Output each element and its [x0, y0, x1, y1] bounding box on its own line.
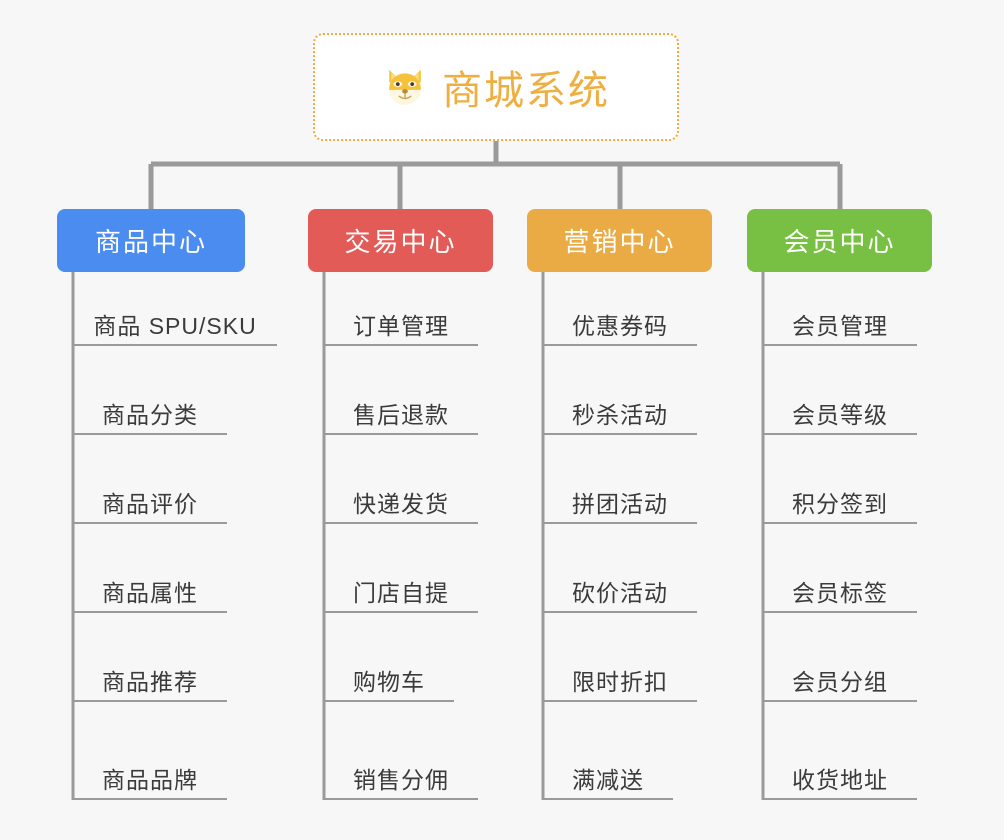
root-node[interactable]: 商城系统	[313, 33, 679, 141]
leaf-item[interactable]: 会员标签	[763, 567, 917, 613]
category-header-label: 交易中心	[344, 227, 457, 257]
leaf-item[interactable]: 商品分类	[73, 389, 227, 435]
leaf-item-label: 会员标签	[792, 580, 888, 606]
leaf-item-label: 商品属性	[102, 580, 198, 606]
leaf-item[interactable]: 会员分组	[763, 656, 917, 702]
leaf-item[interactable]: 优惠券码	[543, 300, 697, 346]
leaf-item-label: 积分签到	[792, 491, 888, 517]
leaf-item[interactable]: 积分签到	[763, 478, 917, 524]
leaf-item[interactable]: 销售分佣	[324, 754, 478, 800]
leaf-item-label: 商品 SPU/SKU	[93, 313, 257, 339]
leaf-item-label: 秒杀活动	[572, 402, 668, 428]
category-header-商品中心[interactable]: 商品中心	[57, 209, 245, 272]
category-header-label: 营销中心	[563, 227, 676, 257]
leaf-item[interactable]: 商品推荐	[73, 656, 227, 702]
leaf-item[interactable]: 限时折扣	[543, 656, 697, 702]
leaf-item-label: 满减送	[572, 767, 644, 793]
shiba-dog-face-icon	[382, 64, 428, 110]
leaf-item-label: 商品评价	[102, 491, 198, 517]
leaf-item-label: 商品推荐	[102, 669, 198, 695]
leaf-item[interactable]: 商品评价	[73, 478, 227, 524]
leaf-item-label: 砍价活动	[572, 580, 668, 606]
leaf-item[interactable]: 商品品牌	[73, 754, 227, 800]
leaf-item[interactable]: 购物车	[324, 656, 454, 702]
leaf-item[interactable]: 商品 SPU/SKU	[73, 300, 277, 346]
leaf-item[interactable]: 砍价活动	[543, 567, 697, 613]
leaf-item-label: 售后退款	[353, 402, 449, 428]
leaf-item-label: 会员管理	[792, 313, 888, 339]
category-header-label: 商品中心	[94, 227, 207, 257]
leaf-item[interactable]: 满减送	[543, 754, 673, 800]
leaf-item-label: 收货地址	[792, 767, 888, 793]
leaf-item[interactable]: 快递发货	[324, 478, 478, 524]
leaf-item-label: 销售分佣	[353, 767, 449, 793]
leaf-item[interactable]: 售后退款	[324, 389, 478, 435]
leaf-item[interactable]: 会员等级	[763, 389, 917, 435]
leaf-item[interactable]: 商品属性	[73, 567, 227, 613]
leaf-item-label: 商品分类	[102, 402, 198, 428]
leaf-item-label: 优惠券码	[572, 313, 668, 339]
leaf-item[interactable]: 会员管理	[763, 300, 917, 346]
leaf-item-label: 购物车	[353, 669, 425, 695]
leaf-item[interactable]: 拼团活动	[543, 478, 697, 524]
category-header-label: 会员中心	[783, 227, 896, 257]
leaf-item[interactable]: 收货地址	[763, 754, 917, 800]
leaf-item-label: 门店自提	[353, 580, 449, 606]
category-header-会员中心[interactable]: 会员中心	[747, 209, 932, 272]
leaf-item-label: 拼团活动	[572, 491, 668, 517]
leaf-item-label: 订单管理	[353, 313, 449, 339]
leaf-item-label: 快递发货	[353, 491, 449, 517]
leaf-item-label: 会员等级	[792, 402, 888, 428]
leaf-item[interactable]: 订单管理	[324, 300, 478, 346]
leaf-item-label: 商品品牌	[102, 767, 198, 793]
category-header-交易中心[interactable]: 交易中心	[308, 209, 493, 272]
leaf-item-label: 限时折扣	[572, 669, 668, 695]
leaf-item[interactable]: 秒杀活动	[543, 389, 697, 435]
leaf-item[interactable]: 门店自提	[324, 567, 478, 613]
category-header-营销中心[interactable]: 营销中心	[527, 209, 712, 272]
root-title: 商城系统	[442, 69, 610, 113]
leaf-item-label: 会员分组	[792, 669, 888, 695]
